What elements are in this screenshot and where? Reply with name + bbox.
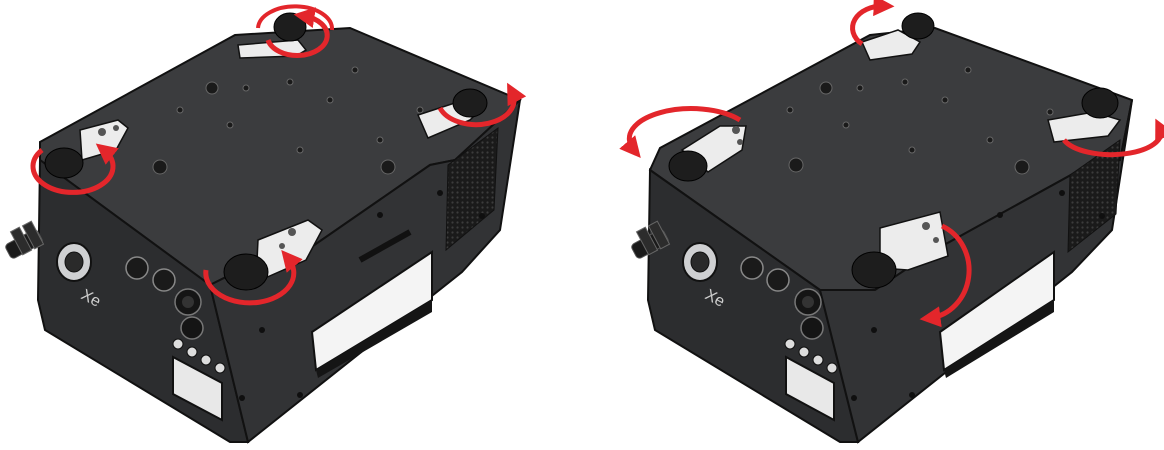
- rotate-arrow-icon: [850, 0, 895, 47]
- left-panel: Xe: [5, 4, 527, 444]
- foot-top: [850, 0, 935, 61]
- rotate-arrow-icon: [919, 223, 972, 328]
- side-groove: [358, 229, 412, 263]
- vent-grille: [1067, 139, 1121, 254]
- rubber-foot-icon: [223, 253, 269, 291]
- cable-gland-icon: [5, 220, 45, 259]
- handle-shadow: [944, 300, 1054, 378]
- rubber-foot-icon: [44, 147, 84, 179]
- right-panel: Xe: [619, 0, 1164, 444]
- rubber-foot-icon: [901, 12, 935, 40]
- rotate-arrow-icon: [256, 4, 335, 31]
- xlr-connector-icon: [740, 256, 790, 292]
- side-screws: [851, 190, 1105, 401]
- foot-left: [619, 106, 747, 182]
- foot-front: [203, 219, 323, 306]
- rubber-foot-icon: [273, 12, 307, 42]
- display-panel: [172, 338, 226, 422]
- foot-left: [30, 119, 129, 195]
- rubber-foot-icon: [851, 251, 897, 289]
- xlr-connector-icon: [125, 256, 176, 292]
- powercon-connector-icon: [794, 288, 824, 340]
- display-panel: [784, 338, 838, 422]
- rotate-arrow-icon: [619, 106, 742, 159]
- rotate-arrow-icon: [30, 143, 119, 195]
- foot-right: [416, 82, 527, 139]
- rotate-arrow-icon: [437, 82, 527, 128]
- foot-top: [237, 4, 335, 59]
- screws: [786, 66, 1054, 175]
- vent-grille: [445, 126, 499, 252]
- rotate-arrow-icon: [203, 249, 303, 306]
- cable-gland-icon: [631, 220, 671, 259]
- rubber-foot-icon: [1081, 87, 1119, 119]
- foot-right: [1047, 87, 1164, 158]
- side-screws: [239, 190, 485, 401]
- rotate-arrow-icon: [1062, 118, 1164, 158]
- rubber-foot-icon: [452, 88, 488, 118]
- front-panel: Xe: [631, 220, 838, 422]
- handle-shadow: [316, 300, 432, 378]
- rotate-arrow-icon: [265, 7, 330, 58]
- screws: [152, 66, 424, 175]
- powercon-connector-icon: [174, 288, 204, 340]
- front-panel: Xe: [5, 220, 226, 422]
- rubber-foot-icon: [668, 150, 708, 182]
- mounting-bracket-icon: [860, 29, 922, 61]
- foot-front: [851, 211, 972, 328]
